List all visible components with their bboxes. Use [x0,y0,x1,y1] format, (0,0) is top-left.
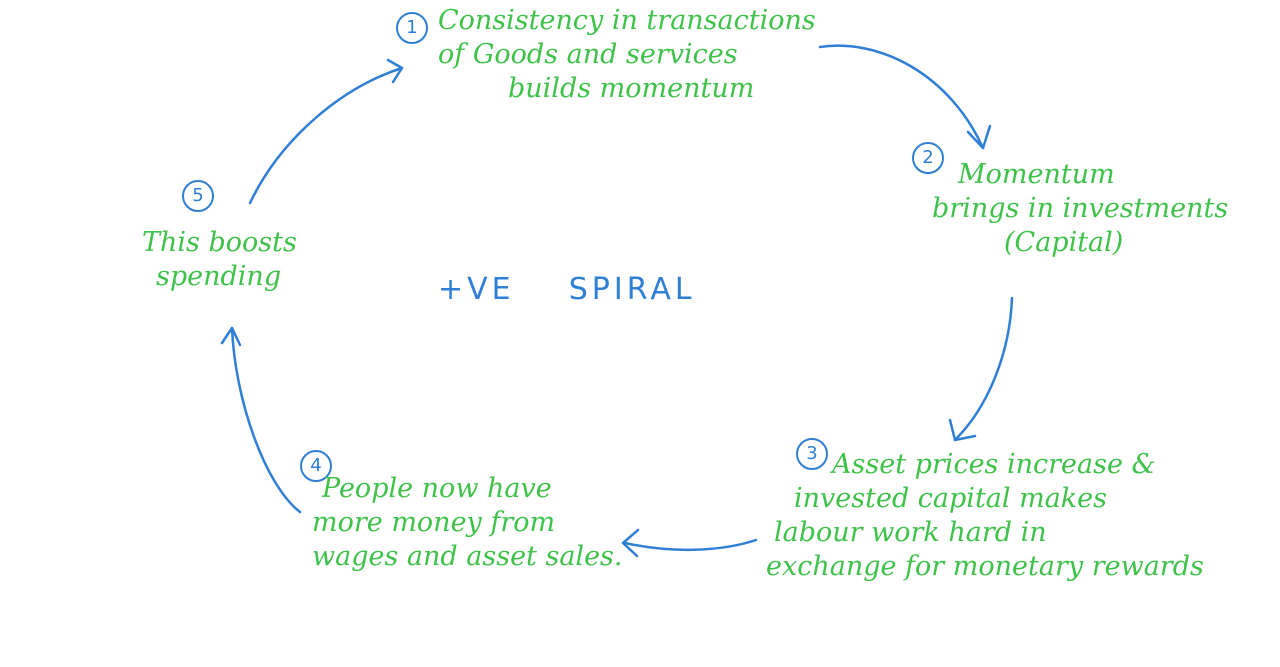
step-4-line-2: more money from [312,507,556,538]
step-2-line-2: brings in investments [932,193,1229,224]
step-3-line-4: exchange for monetary rewards [766,551,1204,582]
step-5-note: This boosts spending [142,226,297,294]
step-2-number: 2 [912,142,944,174]
step-5-line-1: This boosts [142,227,297,258]
step-1-number: 1 [396,12,428,44]
step-2-note: Momentum brings in investments (Capital) [932,158,1228,260]
step-3-note: Asset prices increase & invested capital… [766,448,1204,584]
arrow-step1-to-step2 [818,44,992,150]
center-label: +VE SPIRAL [438,272,696,307]
step-4-number: 4 [300,450,332,482]
step-3-line-1: Asset prices increase & [832,449,1156,480]
arrow-step3-to-step4 [621,528,758,558]
step-4-line-1: People now have [322,473,552,504]
step-1-line-2: of Goods and services [438,39,738,70]
step-2-line-1: Momentum [958,159,1115,190]
step-5-number: 5 [182,180,214,212]
step-1-note: Consistency in transactions of Goods and… [438,4,816,106]
arrow-step2-to-step3 [948,296,1014,442]
arrow-step4-to-step5 [220,326,302,514]
step-3-line-2: invested capital makes [794,483,1108,514]
arrow-step5-to-step1 [248,58,404,205]
step-4-note: People now have more money from wages an… [312,472,623,574]
step-3-number: 3 [796,438,828,470]
step-1-line-3: builds momentum [508,73,755,104]
step-4-line-3: wages and asset sales. [312,541,623,572]
step-1-line-1: Consistency in transactions [438,5,816,36]
step-5-line-2: spending [156,261,282,292]
step-3-line-3: labour work hard in [774,517,1047,548]
step-2-line-3: (Capital) [1004,227,1124,258]
